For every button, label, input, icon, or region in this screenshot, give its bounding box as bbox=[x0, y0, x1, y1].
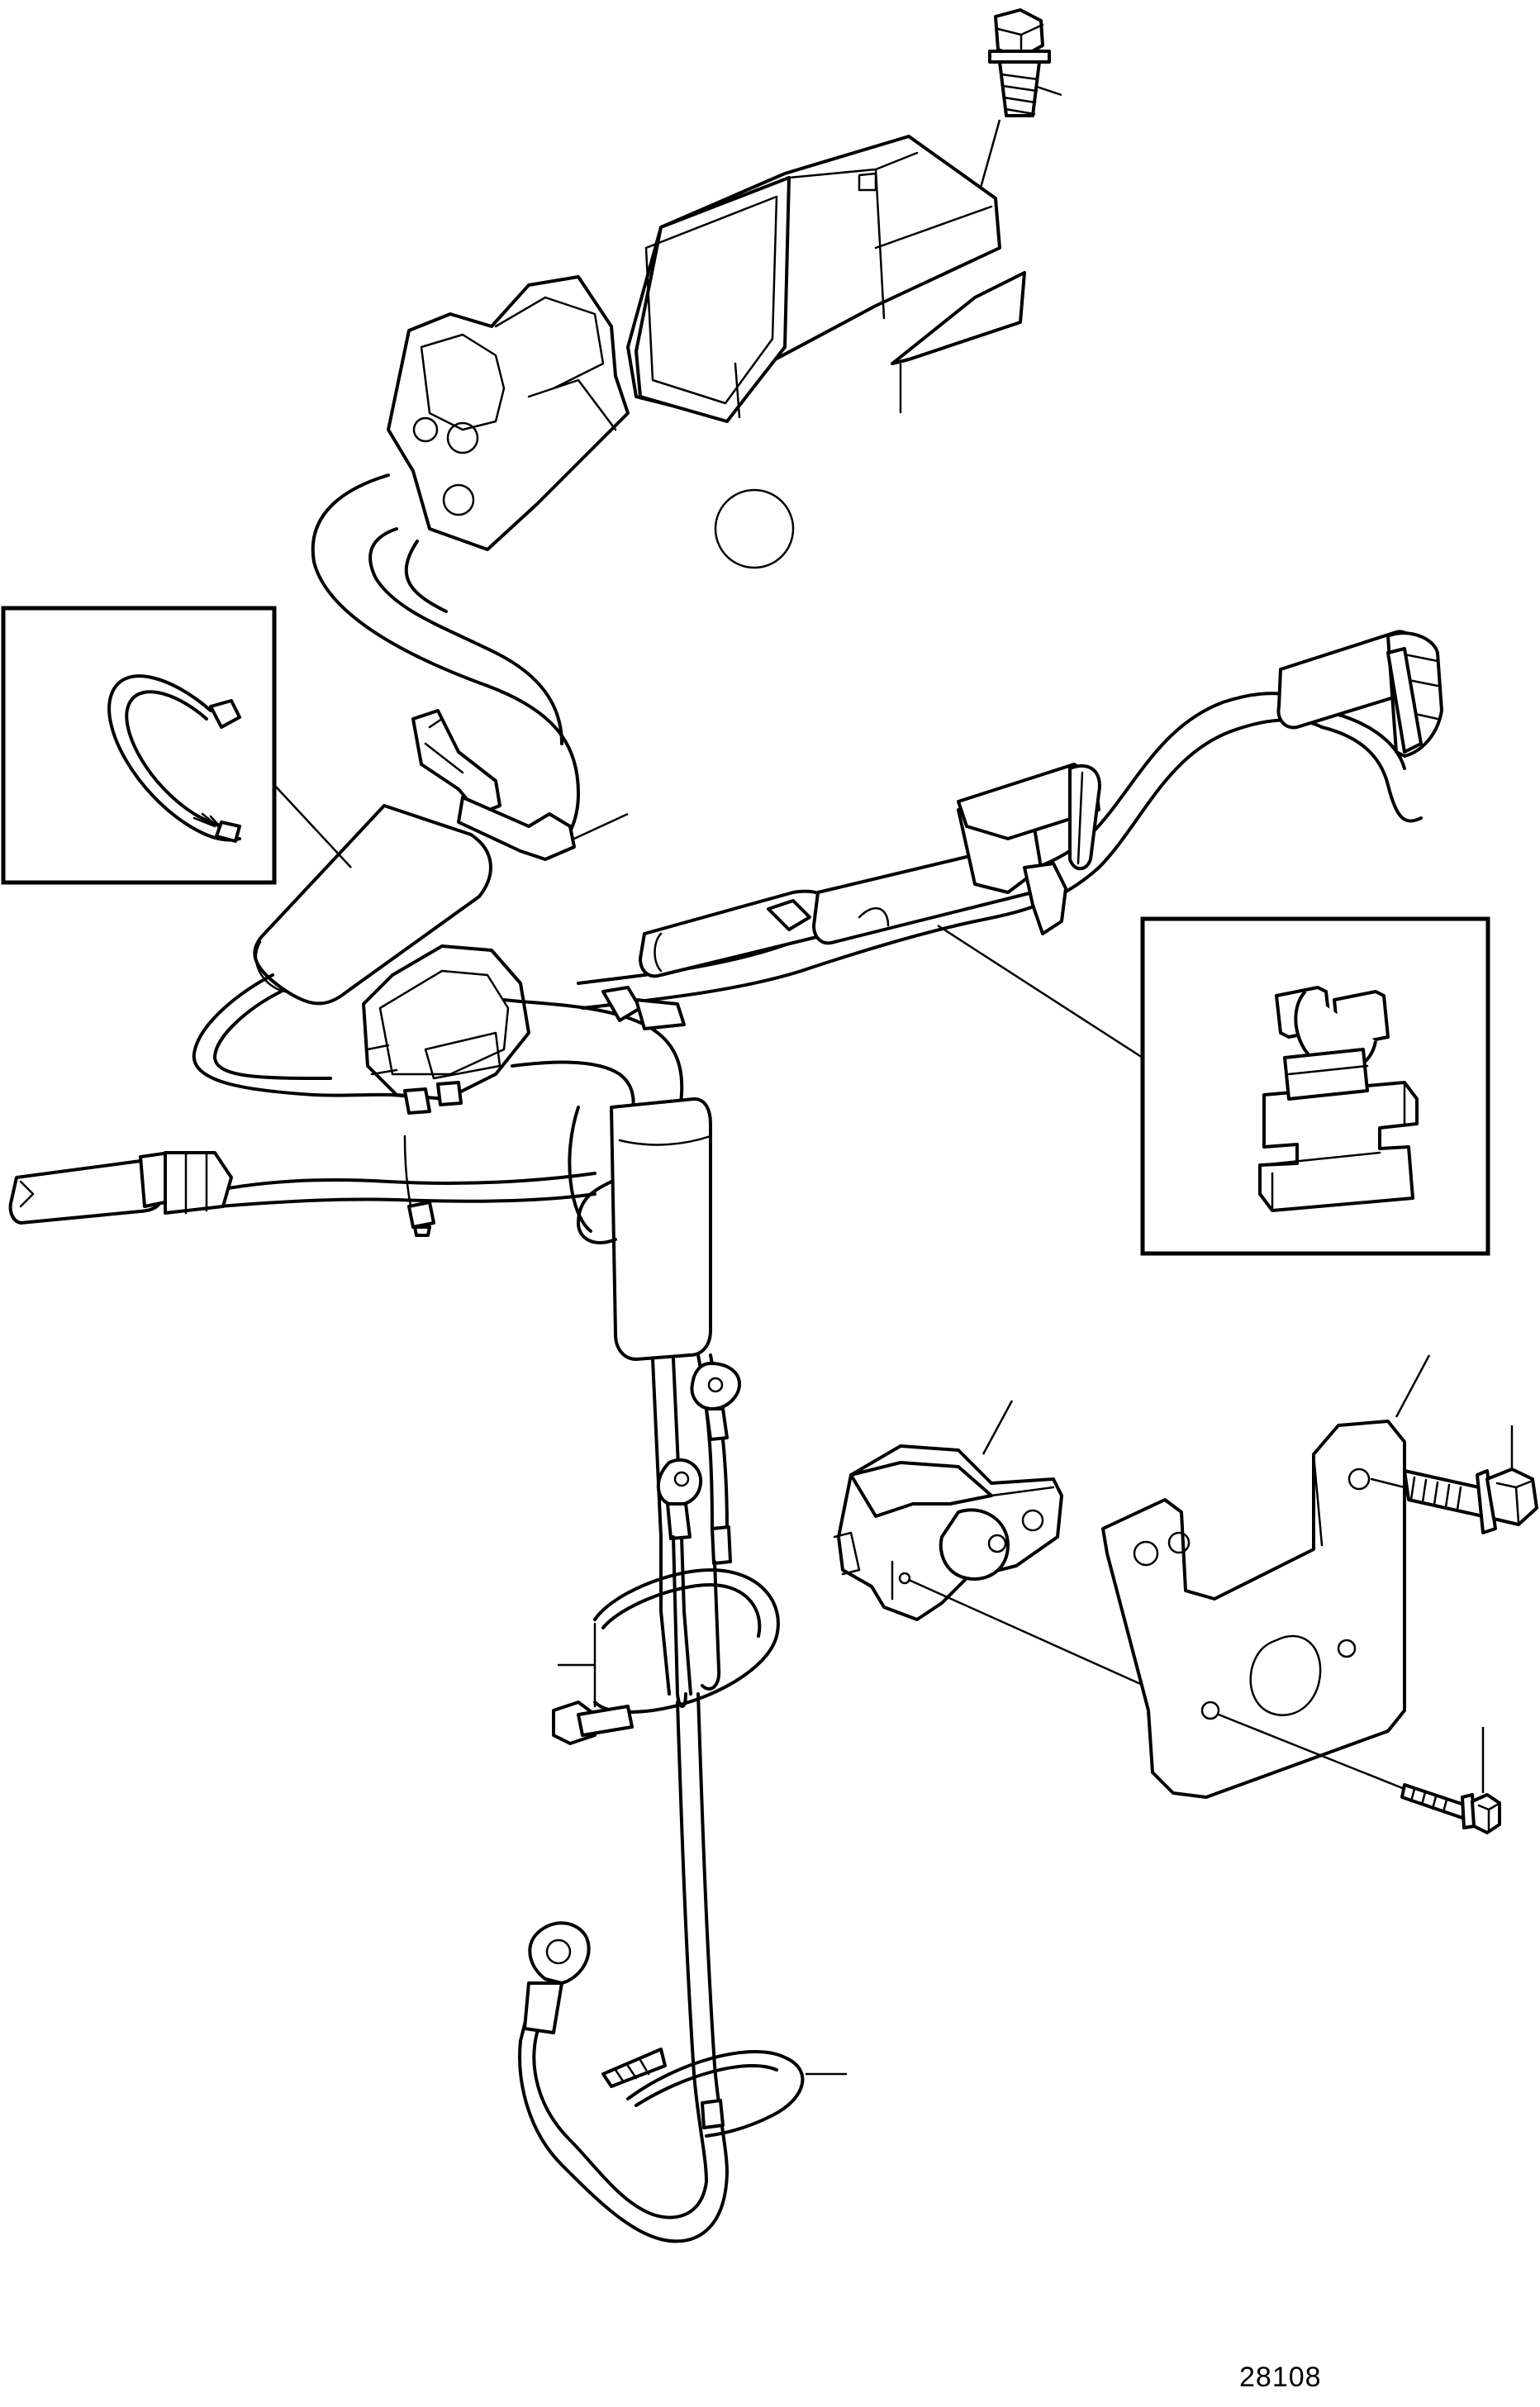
top-screw bbox=[988, 8, 1051, 117]
sleeve-upper bbox=[253, 804, 492, 1006]
screw-right-lower bbox=[1400, 1783, 1501, 1834]
cable-tie-middle bbox=[552, 1568, 780, 1745]
detail-frame-cable-tie bbox=[1, 606, 277, 885]
axis-line-screw-upper bbox=[1370, 1477, 1406, 1489]
connector-far-right bbox=[1276, 630, 1443, 758]
cable-right-branch bbox=[577, 692, 1423, 1010]
leader-cable-tie-upper bbox=[573, 812, 629, 840]
cable-tie-upper bbox=[411, 709, 576, 861]
sensor bbox=[833, 1444, 1063, 1621]
relay bbox=[626, 135, 1026, 423]
connector-middle bbox=[362, 944, 530, 1115]
battery-cables bbox=[651, 1353, 741, 1708]
cable-left bbox=[8, 973, 597, 1225]
leader-top-screw bbox=[1036, 85, 1062, 97]
axis-line-sensor bbox=[907, 1578, 1146, 1687]
relay-socket bbox=[387, 275, 630, 551]
cable-tie-lower bbox=[601, 2048, 805, 2138]
clip-middle bbox=[601, 986, 686, 1030]
cable-upper-loop bbox=[311, 473, 580, 844]
cable-tie-left bbox=[403, 1135, 435, 1237]
axis-line-screw-lower bbox=[1217, 1713, 1406, 1791]
bracket bbox=[1101, 1420, 1406, 1799]
screw-right-upper bbox=[1403, 1468, 1538, 1534]
detail-frame-clip bbox=[1140, 916, 1490, 1256]
clip-right-upper bbox=[957, 763, 1101, 871]
leader-sensor bbox=[982, 1400, 1014, 1455]
figure-number: 28108 bbox=[1239, 2362, 1322, 2393]
leader-clip-detail bbox=[937, 924, 1143, 1059]
cable-lower bbox=[518, 1692, 729, 2243]
leader-cable-tie-detail bbox=[273, 784, 352, 868]
leader-bracket bbox=[1395, 1354, 1431, 1418]
round-plug bbox=[714, 488, 795, 569]
